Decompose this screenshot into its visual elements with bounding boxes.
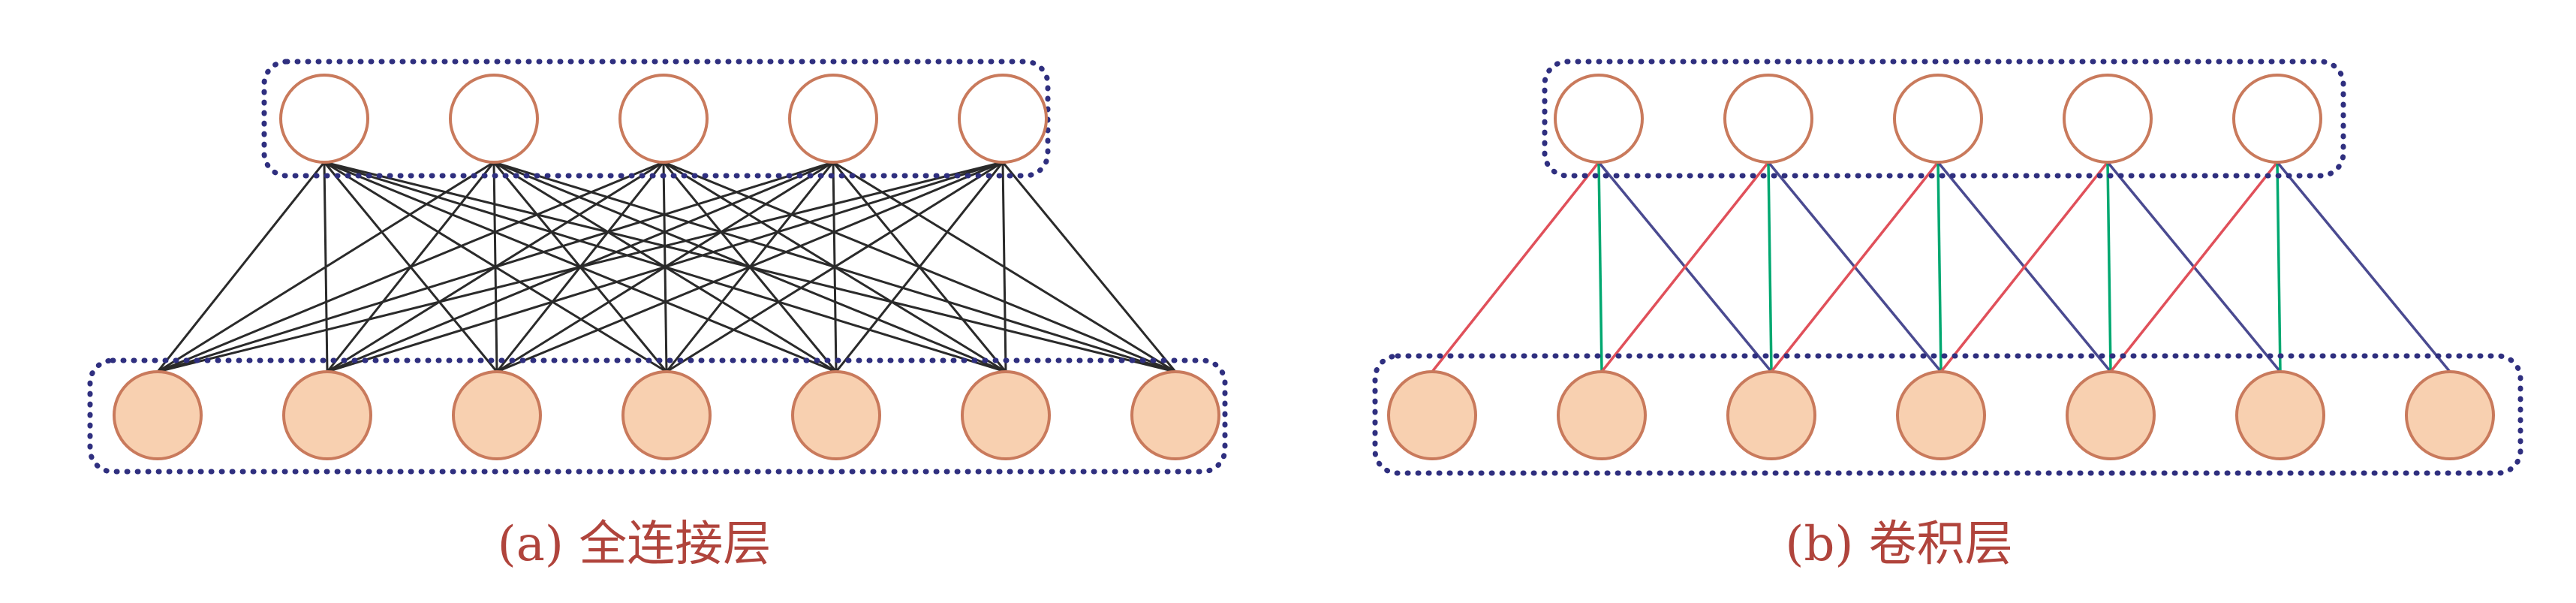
- lower-node-5: [791, 370, 881, 460]
- edge-u5-l5: [2109, 161, 2279, 373]
- upper-node-5: [2232, 74, 2322, 164]
- edge-u5-l3: [496, 161, 1004, 373]
- edge-u5-l6: [2276, 161, 2282, 372]
- upper-node-1: [1554, 74, 1644, 164]
- lower-node-7: [2405, 370, 2495, 460]
- convolutional-upper-nodes: [1554, 74, 2322, 164]
- lower-node-1: [113, 370, 203, 460]
- edge-u4-l5: [2106, 161, 2112, 372]
- edge-u5-l1: [157, 161, 1004, 373]
- edge-u1-l2: [1597, 161, 1603, 372]
- lower-node-7: [1130, 370, 1220, 460]
- lower-node-6: [961, 370, 1051, 460]
- convolutional-panel: [1372, 59, 2523, 476]
- convolutional-edges: [1431, 161, 2451, 373]
- edge-u4-l1: [157, 161, 834, 373]
- edge-u1-l1: [156, 161, 326, 372]
- lower-node-3: [1726, 370, 1816, 460]
- caption-fully-connected: (a) 全连接层: [497, 517, 772, 572]
- edge-u2-l1: [157, 161, 495, 373]
- edge-u5-l2: [327, 161, 1004, 373]
- lower-node-1: [1387, 370, 1477, 460]
- caption-convolutional: (b) 卷积层: [1785, 517, 2013, 572]
- lower-node-5: [2066, 370, 2156, 460]
- convolutional-lower-layer-box: [1372, 353, 2523, 476]
- edge-u3-l4: [1937, 161, 1943, 372]
- edge-u5-l6: [1001, 161, 1007, 372]
- lower-node-2: [1557, 370, 1647, 460]
- fully-connected-lower-layer-box: [87, 357, 1228, 475]
- edge-u4-l4: [1940, 161, 2109, 373]
- convolutional-upper-layer-box: [1542, 59, 2346, 179]
- upper-node-4: [788, 74, 878, 164]
- fully-connected-edges: [156, 161, 1177, 373]
- edge-u2-l3: [1767, 161, 1773, 372]
- edge-u1-l1: [1431, 161, 1600, 373]
- upper-node-5: [958, 74, 1048, 164]
- fully-connected-upper-nodes: [279, 74, 1048, 164]
- upper-node-2: [449, 74, 539, 164]
- edge-u2-l2: [1600, 161, 1770, 373]
- upper-node-2: [1723, 74, 1813, 164]
- fully-connected-lower-nodes: [113, 370, 1220, 460]
- lower-node-2: [282, 370, 372, 460]
- upper-node-3: [618, 74, 709, 164]
- edge-u5-l7: [1001, 161, 1177, 372]
- edge-u5-l4: [666, 161, 1004, 373]
- edge-u3-l1: [157, 161, 664, 373]
- fully-connected-panel: [87, 59, 1228, 475]
- upper-node-4: [2063, 74, 2153, 164]
- upper-node-3: [1893, 74, 1983, 164]
- edge-u3-l3: [1770, 161, 1940, 373]
- edge-u5-l5: [835, 161, 1004, 372]
- upper-node-1: [279, 74, 369, 164]
- lower-node-4: [1896, 370, 1986, 460]
- convolutional-lower-nodes: [1387, 370, 2495, 460]
- lower-node-3: [452, 370, 542, 460]
- lower-node-6: [2235, 370, 2325, 460]
- lower-node-4: [621, 370, 712, 460]
- edge-u5-l7: [2276, 161, 2451, 373]
